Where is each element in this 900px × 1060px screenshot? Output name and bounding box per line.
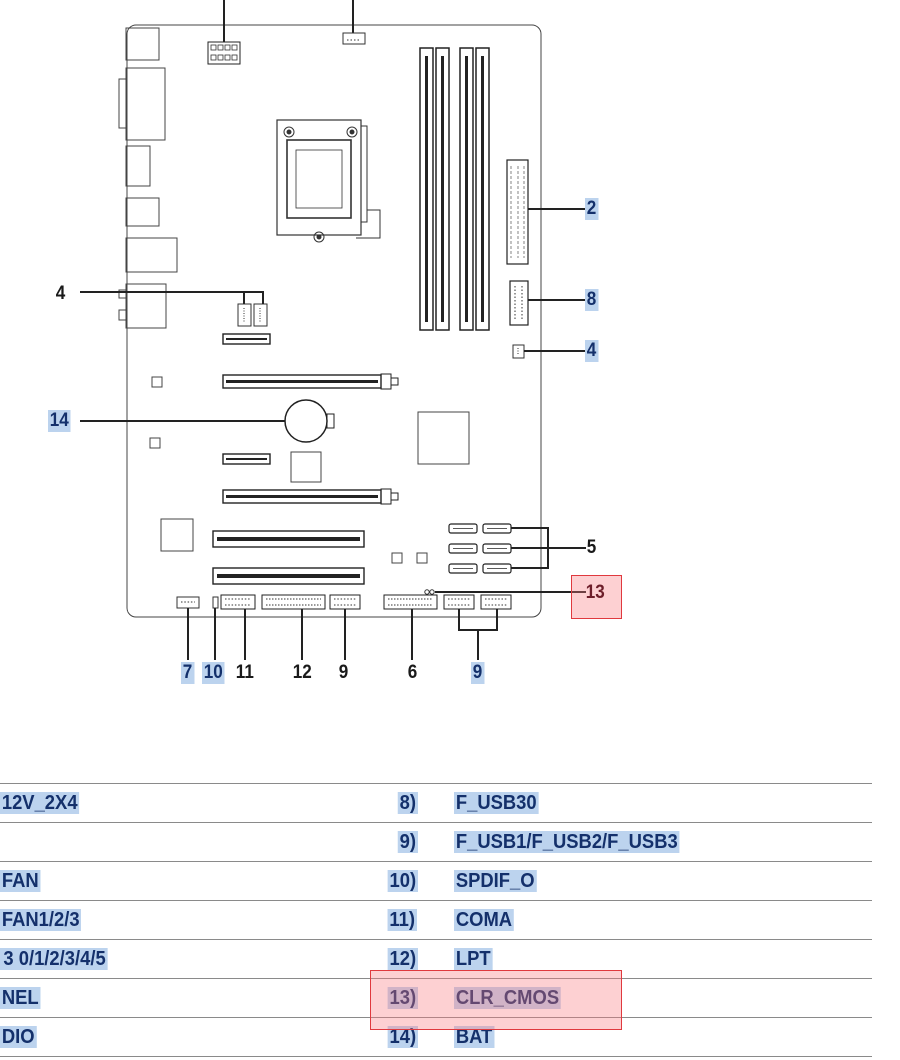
right-name: F_USB1/F_USB2/F_USB3: [454, 831, 680, 853]
leader-sata: [511, 527, 586, 569]
right-num: 13): [387, 987, 418, 1009]
pci-slot: [212, 530, 365, 548]
callout-clr-cmos: 13: [585, 582, 605, 603]
highlight-box-clr-cmos-row: [370, 970, 622, 1030]
pci-slot: [212, 567, 365, 585]
sys-fan-headers-left: [237, 303, 268, 327]
right-name: F_USB30: [454, 792, 539, 814]
callout-atx: 2: [585, 198, 599, 220]
right-name: LPT: [454, 948, 493, 970]
right-name: CLR_CMOS: [454, 987, 561, 1009]
cpu-socket: [276, 119, 381, 243]
table-row: FAN1/2/3 11) COMA: [0, 900, 872, 939]
callout-lpt: 12: [292, 662, 312, 683]
callout-sata: 5: [586, 537, 597, 558]
connector-table: 12V_2X4 8) F_USB30 9) F_USB1/F_USB2/F_US…: [0, 783, 872, 1057]
pcie-x16-slot: [222, 373, 399, 390]
right-name: SPDIF_O: [454, 870, 537, 892]
motherboard-diagram: [80, 0, 586, 660]
right-num: 11): [387, 909, 417, 931]
right-num: 9): [397, 831, 418, 853]
right-name: COMA: [454, 909, 514, 931]
pcie-x1-slot: [222, 333, 271, 345]
sys-fan-header-right: [512, 344, 525, 359]
left-name: FAN: [0, 870, 41, 892]
left-name: FAN1/2/3: [0, 909, 82, 931]
table-row: 3 0/1/2/3/4/5 12) LPT: [0, 939, 872, 978]
left-name: 12V_2X4: [0, 792, 80, 814]
right-num: 8): [397, 792, 418, 814]
callout-f-usb30: 8: [585, 289, 599, 311]
callout-sys-fan-left: 4: [55, 283, 66, 304]
table-row: FAN 10) SPDIF_O: [0, 861, 872, 900]
atx-24pin-connector: [506, 159, 529, 265]
callout-spdif-o: 10: [202, 662, 225, 684]
left-name: DIO: [0, 1026, 37, 1048]
table-row: 12V_2X4 8) F_USB30: [0, 783, 872, 822]
f-usb30-header: [509, 280, 529, 326]
right-num: 10): [387, 870, 418, 892]
callout-f-usb-right: 9: [471, 662, 485, 684]
callout-f-panel: 6: [407, 662, 418, 683]
dimm-slots: [419, 47, 490, 331]
left-name: 3 0/1/2/3/4/5: [0, 948, 108, 970]
battery-socket: [284, 399, 335, 443]
callout-sys-fan-right: 4: [585, 340, 599, 362]
table-row: NEL 13) CLR_CMOS: [0, 978, 872, 1017]
leader-sys-fan-left: [80, 291, 264, 304]
pcie-x16-slot: [222, 488, 399, 505]
bottom-headers: [176, 594, 512, 610]
rear-io-ports: [118, 27, 178, 329]
cpu-fan-header: [342, 32, 366, 45]
highlight-box-clr-cmos-callout: [571, 575, 622, 619]
table-row: DIO 14) BAT: [0, 1017, 872, 1057]
atx-12v-connector: [207, 41, 241, 65]
clr-cmos-jumper: [424, 589, 435, 595]
table-row: 9) F_USB1/F_USB2/F_USB3: [0, 822, 872, 861]
callout-spdif: 7: [181, 662, 195, 684]
right-name: BAT: [454, 1026, 495, 1048]
chipset-and-components: [149, 376, 470, 564]
bottom-leaders: [187, 608, 498, 660]
board-outline: [126, 24, 542, 618]
right-num: 12): [387, 948, 418, 970]
pcie-x1-slot: [222, 453, 271, 465]
callout-battery: 14: [48, 410, 71, 432]
sata-connectors: [448, 523, 512, 574]
callout-coma: 11: [235, 662, 254, 683]
left-name: NEL: [0, 987, 41, 1009]
callout-f-usb-left: 9: [338, 662, 349, 683]
right-num: 14): [387, 1026, 418, 1048]
